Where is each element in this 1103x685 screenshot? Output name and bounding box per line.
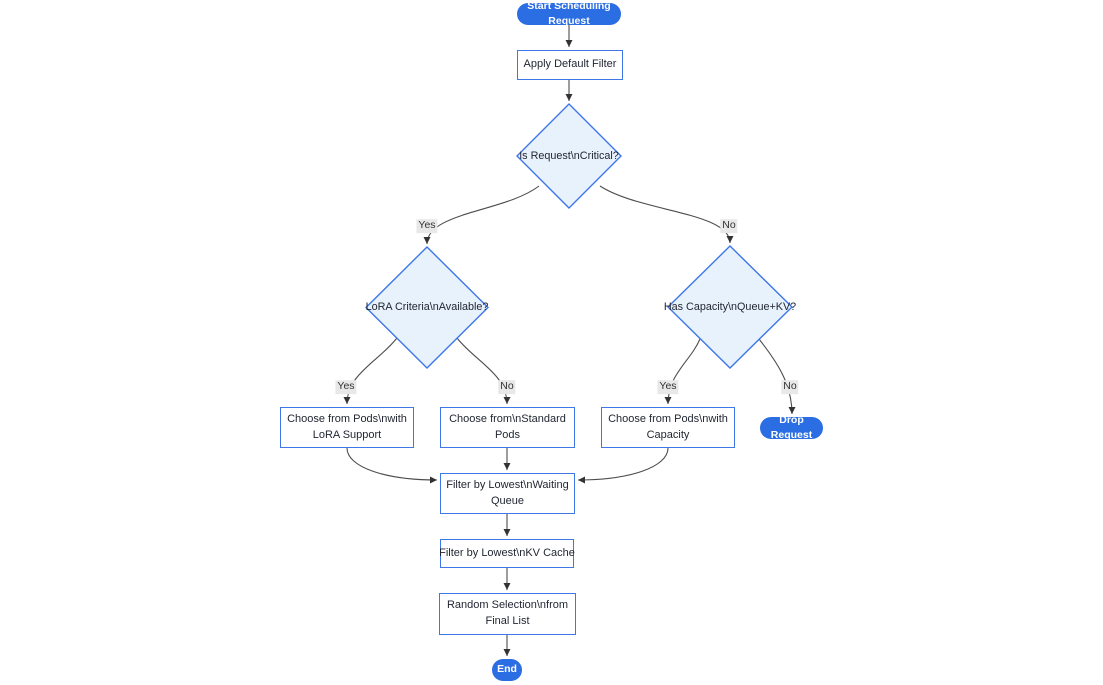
node-drop-request-label: Drop Request <box>770 413 813 441</box>
node-end: End <box>492 659 522 681</box>
edge-label-lora-yes: Yes <box>335 380 357 394</box>
node-choose-capacity-pods: Choose from Pods\nwith Capacity <box>601 407 735 448</box>
node-choose-lora-pods: Choose from Pods\nwith LoRA Support <box>280 407 414 448</box>
edge-label-capacity-no: No <box>781 380 799 394</box>
node-filter-waiting-queue-label: Filter by Lowest\nWaiting Queue <box>446 478 569 507</box>
node-apply-default-filter-label: Apply Default Filter <box>523 58 617 71</box>
node-random-selection-label: Random Selection\nfrom Final List <box>446 599 569 627</box>
edge-lora-no <box>456 337 511 405</box>
edge-label-critical-no: No <box>720 219 738 233</box>
decision-shape-lora-available <box>365 246 489 369</box>
node-filter-waiting-queue: Filter by Lowest\nWaiting Queue <box>440 473 575 514</box>
node-random-selection: Random Selection\nfrom Final List <box>439 593 576 635</box>
node-choose-capacity-pods-label: Choose from Pods\nwith Capacity <box>608 412 728 441</box>
node-end-label: End <box>497 663 517 676</box>
edge-critical-yes <box>423 185 540 245</box>
edge-lora-yes <box>343 337 398 405</box>
node-is-critical-label: Is Request\nCritical? <box>519 150 619 162</box>
node-drop-request: Drop Request <box>760 414 823 441</box>
node-apply-default-filter: Apply Default Filter <box>517 50 623 80</box>
node-choose-lora-pods-label: Choose from Pods\nwith LoRA Support <box>287 412 407 441</box>
node-choose-standard-pods-label: Choose from\nStandard Pods <box>449 412 566 441</box>
node-has-capacity-label: Has Capacity\nQueue+KV? <box>663 301 797 313</box>
edge-capacity-yes <box>664 338 701 405</box>
node-filter-kv-cache-label: Filter by Lowest\nKV Cache <box>439 546 575 559</box>
node-lora-available-label: LoRA Criteria\nAvailable? <box>365 301 489 313</box>
decision-shape-is-critical <box>516 103 622 209</box>
node-choose-standard-pods: Choose from\nStandard Pods <box>440 407 575 448</box>
edge-label-critical-yes: Yes <box>416 219 438 233</box>
edge-capacitypods-to-filter <box>577 447 669 484</box>
edge-critical-no <box>599 185 734 244</box>
node-start-label: Start Scheduling Request <box>527 0 611 27</box>
edge-lorapods-to-filter <box>346 447 438 484</box>
edge-capacity-no <box>758 338 796 415</box>
edge-label-lora-no: No <box>498 380 516 394</box>
node-start: Start Scheduling Request <box>517 0 621 27</box>
decision-shape-has-capacity <box>667 245 793 369</box>
edge-label-capacity-yes: Yes <box>657 380 679 394</box>
node-filter-kv-cache: Filter by Lowest\nKV Cache <box>439 539 575 568</box>
